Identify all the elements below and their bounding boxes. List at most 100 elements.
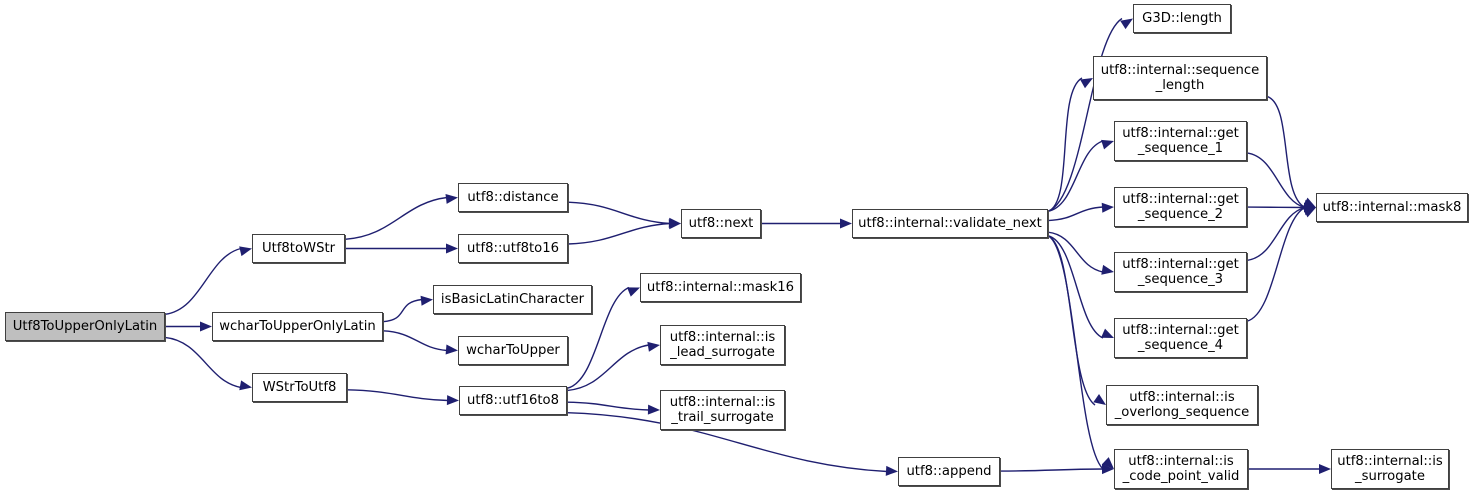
graph-edge-arrowhead [647,341,660,352]
graph-node-label: wcharToUpperOnlyLatin [219,318,376,334]
graph-node-isbasiclatincharacter[interactable]: isBasicLatinCharacter [433,285,592,314]
graph-node-label: utf8::internal::get _sequence_2 [1122,191,1239,223]
graph-node-label: wcharToUpper [466,342,560,358]
graph-edge-get_sequence_1-to-mask8 [1246,152,1306,209]
graph-edge-utf8_distance-to-utf8_next [567,201,671,225]
graph-node-is_overlong_sequence[interactable]: utf8::internal::is _overlong_sequence [1106,385,1258,425]
graph-node-wchartoupperonlylatin[interactable]: wcharToUpperOnlyLatin [212,312,383,341]
graph-edge-validate_next-to-is_code_point_valid [1047,235,1104,470]
graph-edge-utf8_append-to-is_code_point_valid [999,468,1104,472]
graph-edge-utf8toupperonlylatin-to-wstrtoutf8 [164,336,242,389]
graph-edge-arrowhead [1101,328,1114,338]
graph-node-get_sequence_4[interactable]: utf8::internal::get _sequence_4 [1114,318,1247,358]
graph-edge-utf8towstr-to-utf8_distance [344,196,448,241]
graph-edge-arrowhead [239,380,252,391]
graph-edge-wchartoupperonlylatin-to-wchartoupper [382,330,448,352]
graph-node-get_sequence_2[interactable]: utf8::internal::get _sequence_2 [1114,187,1247,227]
graph-node-wchartoupper[interactable]: wcharToUpper [458,336,568,365]
graph-edge-arrowhead [1120,18,1133,30]
graph-edge-arrowhead [885,465,898,476]
graph-edge-utf8_utf8to16-to-utf8_next [567,222,671,245]
graph-node-utf8towstr[interactable]: Utf8toWStr [252,234,345,263]
graph-node-label: utf8::internal::get _sequence_3 [1122,256,1239,288]
graph-node-utf8_distance[interactable]: utf8::distance [458,183,568,212]
graph-node-label: utf8::internal::get _sequence_1 [1122,125,1239,157]
graph-node-validate_next[interactable]: utf8::internal::validate_next [852,209,1048,238]
graph-edge-utf8_utf16to8-to-is_lead_surrogate [566,344,650,392]
graph-edge-arrowhead [446,243,458,254]
graph-edge-validate_next-to-sequence_length [1047,77,1083,212]
graph-node-label: Utf8toWStr [261,240,336,256]
graph-node-is_surrogate[interactable]: utf8::internal::is _surrogate [1331,449,1449,489]
graph-edge-arrowhead [1101,457,1114,469]
graph-edge-arrowhead [627,287,640,297]
graph-edge-validate_next-to-get_sequence_3 [1047,231,1104,273]
graph-node-utf8toupperonlylatin[interactable]: Utf8ToUpperOnlyLatin [5,312,165,341]
graph-node-label: utf8::internal::is _trail_surrogate [669,394,776,426]
graph-edge-validate_next-to-get_sequence_4 [1047,235,1104,339]
graph-edge-arrowhead [1303,202,1316,213]
graph-node-label: utf8::internal::is _lead_surrogate [669,329,776,361]
graph-node-label: WStrToUtf8 [262,379,337,395]
graph-edge-wchartoupperonlylatin-to-isbasiclatincharacter [382,298,423,323]
graph-node-utf8_utf8to16[interactable]: utf8::utf8to16 [458,234,568,263]
graph-edge-arrowhead [1303,199,1316,210]
graph-node-label: Utf8ToUpperOnlyLatin [12,318,158,334]
graph-node-mask8[interactable]: utf8::internal::mask8 [1316,193,1468,222]
graph-edge-get_sequence_3-to-mask8 [1246,206,1306,262]
graph-edge-sequence_length-to-mask8 [1266,95,1306,209]
graph-edge-utf8_utf16to8-to-is_trail_surrogate [566,401,650,411]
graph-node-utf8_utf16to8[interactable]: utf8::utf16to8 [459,386,567,415]
graph-node-label: utf8::append [906,463,992,479]
graph-edge-arrowhead [1101,264,1114,275]
graph-edge-arrowhead [420,295,433,306]
graph-node-sequence_length[interactable]: utf8::internal::sequence _length [1093,56,1267,100]
graph-node-get_sequence_3[interactable]: utf8::internal::get _sequence_3 [1114,252,1247,292]
graph-node-label: utf8::internal::sequence _length [1100,62,1260,94]
graph-edge-arrowhead [1303,197,1316,208]
graph-node-label: utf8::utf16to8 [466,392,560,408]
graph-edge-validate_next-to-get_sequence_1 [1047,140,1104,213]
graph-edge-utf8toupperonlylatin-to-utf8towstr [164,247,242,316]
graph-edge-get_sequence_4-to-mask8 [1246,206,1306,322]
graph-node-label: utf8::internal::mask16 [646,279,795,295]
graph-edge-arrowhead [1101,202,1114,213]
graph-edge-arrowhead [1303,207,1316,218]
graph-edge-arrowhead [1101,464,1114,475]
graph-edge-arrowhead [239,246,252,257]
graph-node-wstrtoutf8[interactable]: WStrToUtf8 [252,373,347,402]
graph-node-label: utf8::next [688,215,754,231]
graph-edge-arrowhead [1303,205,1316,216]
graph-node-label: isBasicLatinCharacter [440,291,585,307]
graph-node-label: utf8::internal::is _overlong_sequence [1114,389,1250,421]
graph-node-label: utf8::utf8to16 [466,240,560,256]
graph-edge-arrowhead [1101,139,1114,150]
graph-node-label: utf8::internal::get _sequence_4 [1122,322,1239,354]
graph-edge-arrowhead [1093,394,1106,405]
graph-node-utf8_append[interactable]: utf8::append [898,457,1000,486]
graph-edge-arrowhead [1319,464,1331,474]
graph-node-label: utf8::distance [467,189,559,205]
graph-node-is_lead_surrogate[interactable]: utf8::internal::is _lead_surrogate [660,325,785,365]
graph-node-utf8_next[interactable]: utf8::next [681,209,761,238]
graph-edge-arrowhead [445,344,458,355]
graph-edge-arrowhead [668,217,681,228]
graph-node-is_code_point_valid[interactable]: utf8::internal::is _code_point_valid [1114,449,1248,489]
graph-edge-arrowhead [445,193,458,204]
graph-edge-arrowhead [668,219,681,230]
graph-node-g3d_length[interactable]: G3D::length [1133,4,1231,33]
graph-node-get_sequence_1[interactable]: utf8::internal::get _sequence_1 [1114,121,1247,161]
graph-node-is_trail_surrogate[interactable]: utf8::internal::is _trail_surrogate [660,390,785,430]
graph-edge-arrowhead [840,218,852,229]
graph-edge-arrowhead [1080,78,1093,89]
graph-edge-validate_next-to-get_sequence_2 [1047,206,1104,222]
graph-edge-arrowhead [647,404,660,415]
graph-node-label: utf8::internal::validate_next [858,215,1042,231]
graph-node-label: utf8::internal::is _surrogate [1337,453,1443,485]
graph-edge-validate_next-to-is_overlong_sequence [1047,235,1096,406]
graph-node-label: utf8::internal::mask8 [1322,199,1462,215]
graph-node-mask16[interactable]: utf8::internal::mask16 [640,273,801,302]
graph-node-label: utf8::internal::is _code_point_valid [1122,453,1240,485]
graph-node-label: G3D::length [1142,10,1222,26]
